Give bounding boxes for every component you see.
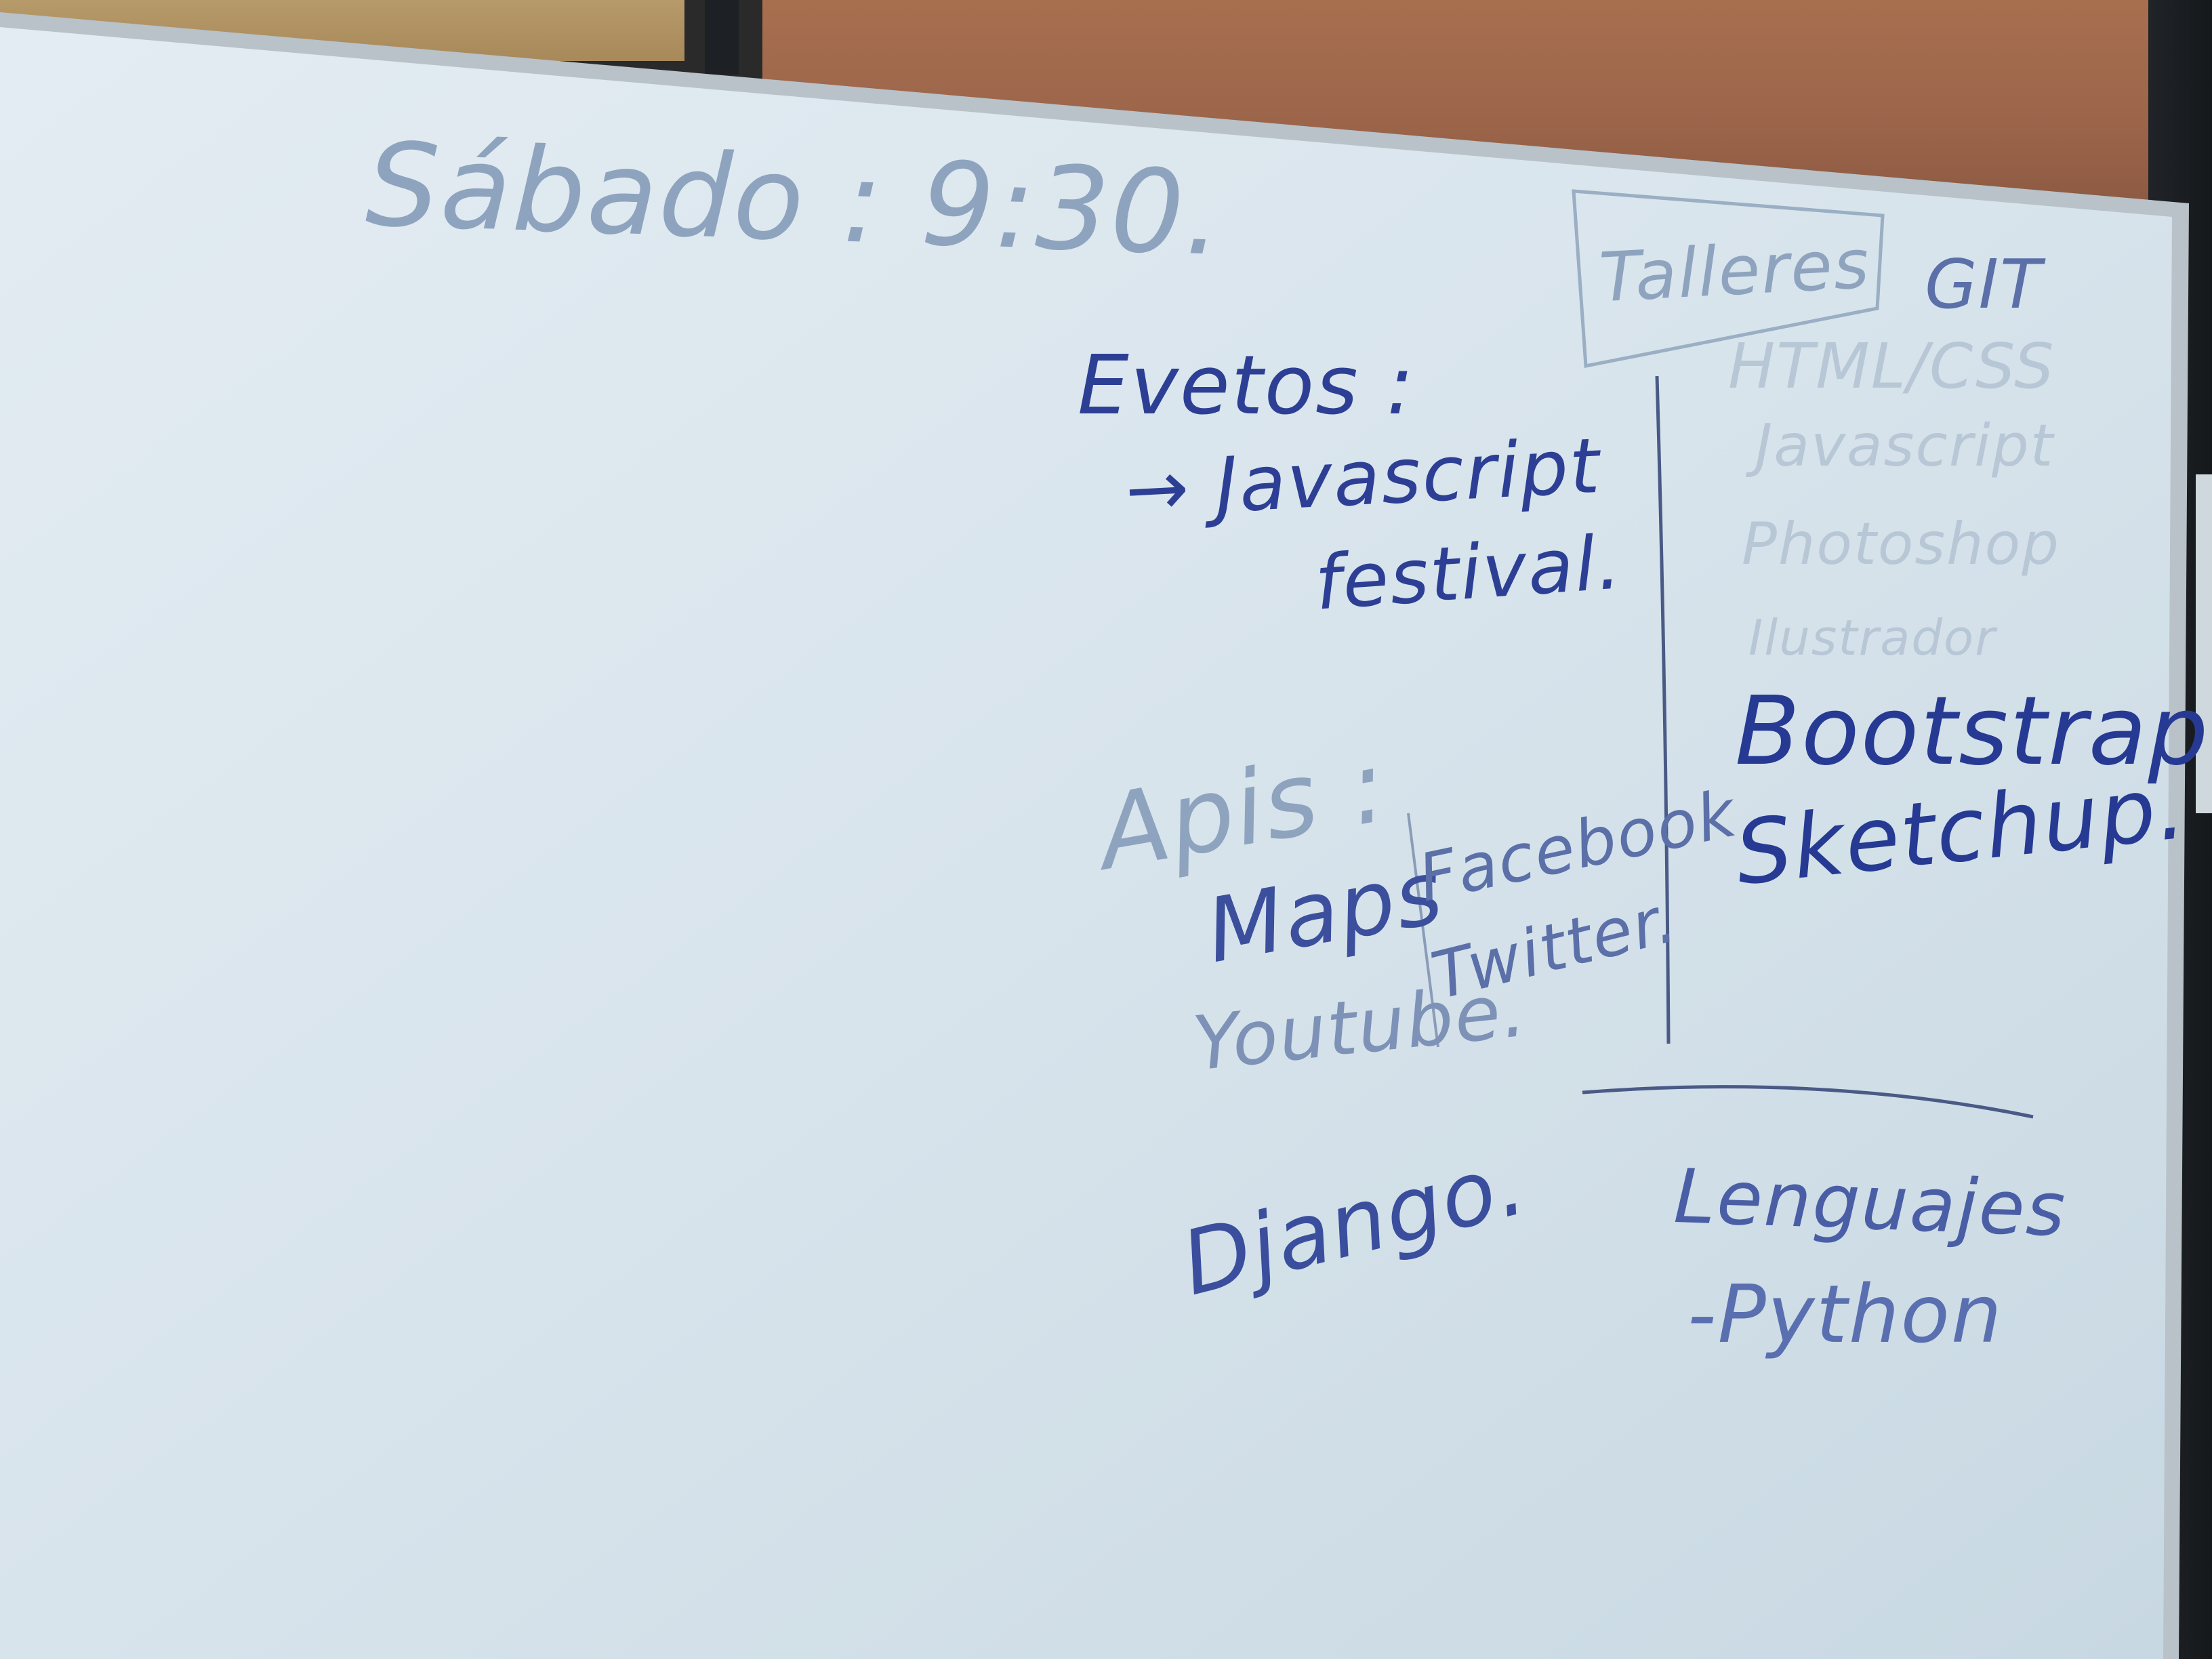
wall-post [705, 0, 739, 75]
talleres-item-ilustrador: Ilustrador [1748, 609, 1996, 666]
talleres-label: Talleres [1597, 224, 1872, 318]
board-heading: Sábado : 9:30. [363, 117, 1226, 283]
whiteboard-surface [0, 27, 2172, 1659]
talleres-item-git: GIT [1925, 245, 2043, 324]
eventos-label: Evetos : [1078, 339, 1416, 433]
talleres-box [1572, 189, 1885, 369]
divider-vertical [1655, 375, 1671, 1044]
lenguajes-item-python: -Python [1687, 1267, 2003, 1361]
eventos-item-line1: → Javascript [1123, 422, 1603, 535]
divider-apis [1407, 813, 1439, 1048]
talleres-item-javascript: Javascript [1755, 412, 2055, 480]
talleres-item-photoshop: Photoshop [1742, 510, 2060, 578]
eventos-item-line2: festival. [1312, 518, 1625, 627]
tools-line1: Bootstrap. [1735, 676, 2212, 787]
talleres-item-html-css: HTML/CSS [1728, 330, 2055, 403]
wall-gap [2196, 474, 2212, 813]
lenguajes-label: Lenguajes [1672, 1152, 2068, 1254]
divider-horizontal [1582, 1085, 2034, 1119]
